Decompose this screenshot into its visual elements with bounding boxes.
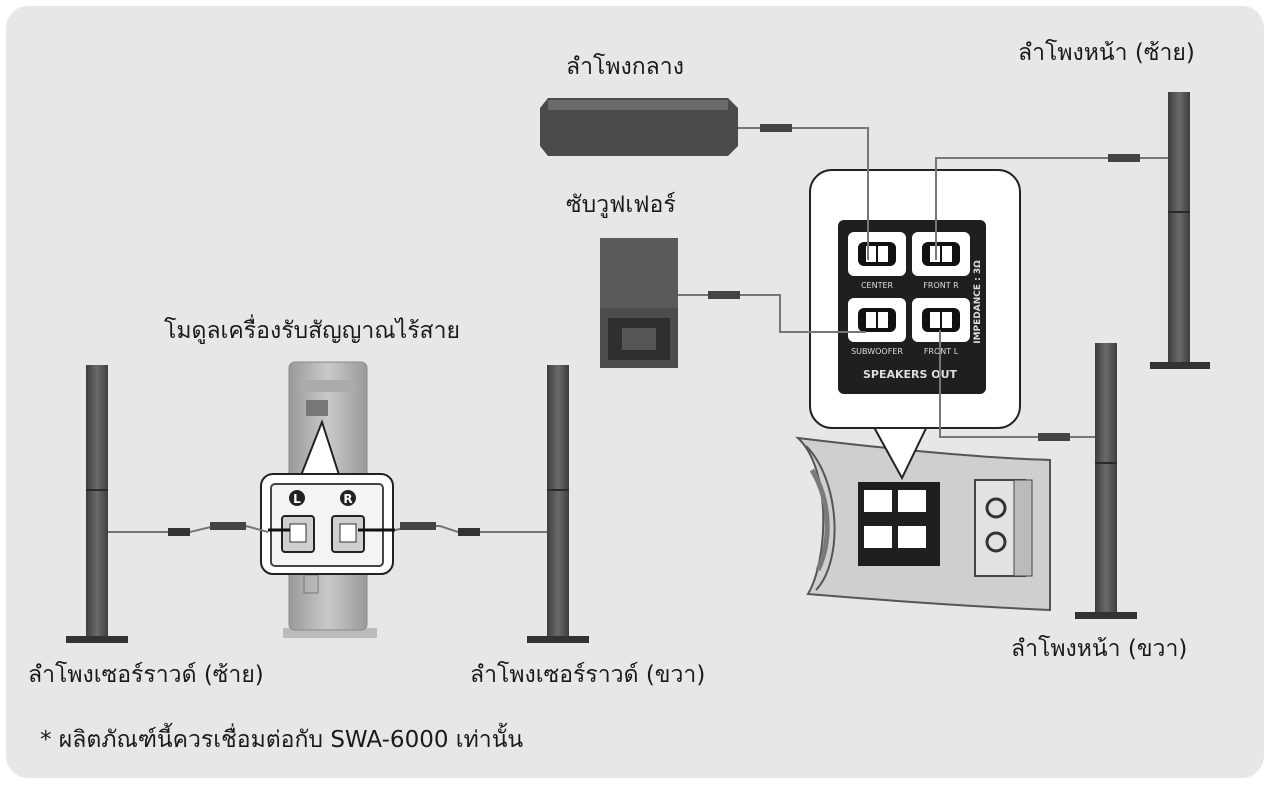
front-right-speaker-label: ลำโพงหน้า (ขวา) [1011,636,1188,662]
main-unit-rear [795,436,1051,612]
left-marker: L [293,492,301,506]
footnote: * ผลิตภัณฑ์นี้ควรเชื่อมต่อกับ SWA-6000 เ… [40,727,524,753]
subwoofer-speaker [600,238,678,368]
terminal-subwoofer-label: SUBWOOFER [851,347,903,356]
surround-right-speaker-label: ลำโพงเซอร์ราวด์ (ขวา) [470,662,706,688]
surround-cables [108,522,547,536]
center-speaker-label: ลำโพงกลาง [566,54,684,80]
module-terminal-callout: L R [260,419,394,575]
surround-right-speaker [527,365,589,643]
left-marker-icon [289,490,305,506]
speakers-out-label: SPEAKERS OUT [863,368,958,381]
center-speaker [540,98,738,156]
impedance-label: IMPEDANCE : 3Ω [973,260,983,344]
subwoofer-label: ซับวูฟเฟอร์ [566,192,676,218]
surround-left-speaker-label: ลำโพงเซอร์ราวด์ (ซ้าย) [28,662,264,688]
right-marker-icon [340,490,356,506]
front-right-speaker [1075,343,1137,619]
right-marker: R [343,492,352,506]
wireless-module-label: โมดูลเครื่องรับสัญญาณไร้สาย [164,318,460,344]
terminal-front-l-label: FRONT L [924,347,959,356]
terminal-front-r-label: FRONT R [923,281,959,290]
terminal-center-label: CENTER [861,281,894,290]
front-left-speaker-label: ลำโพงหน้า (ซ้าย) [1018,40,1195,66]
front-left-speaker [1150,92,1210,369]
speaker-terminal-callout: CENTER FRONT R SUBWOOFER FRONT L SPEAKER… [809,169,1021,481]
main-cables [678,124,1168,441]
surround-left-speaker [66,365,128,643]
